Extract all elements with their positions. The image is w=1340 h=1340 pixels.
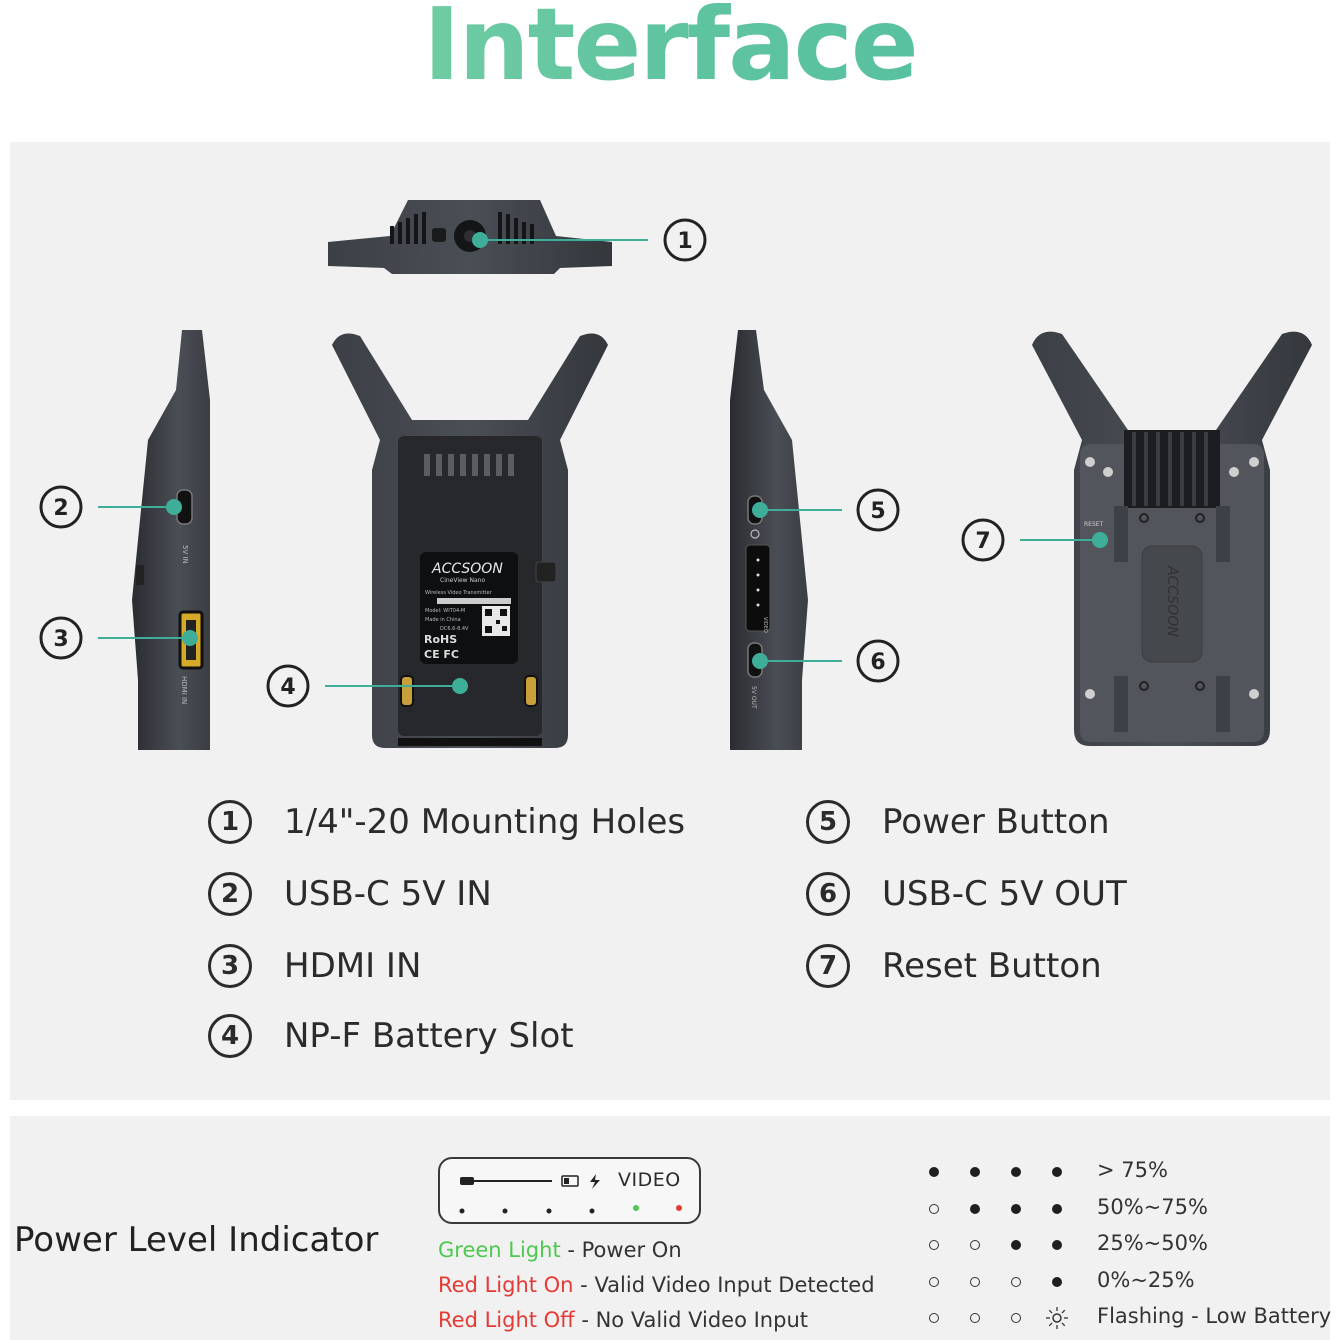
callout-6: 6 [870,650,885,675]
status-green-light: Green Light - Power On [438,1238,682,1262]
usb-out-port-label: 5V OUT [750,686,757,709]
level-label: Flashing - Low Battery [1097,1304,1332,1328]
led-indicator-panel: VIDEO [438,1157,701,1224]
label-line2: Model: WIT04-M [425,608,465,614]
callout-3: 3 [53,627,68,652]
callout-1: 1 [677,229,692,254]
level-dot-on [1011,1240,1021,1250]
back-view: ACCSOON CineView Nano Wireless Video Tra… [332,333,608,748]
rohs-label: RoHS [424,633,457,646]
callout-4: 4 [280,675,295,700]
legend-item-reset-button: 7 Reset Button [806,944,1102,988]
level-dot-off [929,1240,939,1250]
level-dot-on [970,1204,980,1214]
label-line1: Wireless Video Transmitter [425,590,493,596]
usb-in-port-label: 5V IN [181,545,189,564]
red-light-off-desc: No Valid Video Input [595,1308,808,1332]
level-dot-off [970,1313,980,1323]
device-illustration: 5V IN HDMI IN ACCSOON CineView Nano Wire… [39,200,1312,750]
legend-label: 1/4"-20 Mounting Holes [284,802,686,842]
legend-label: HDMI IN [284,946,422,986]
hdmi-in-port-label: HDMI IN [180,676,188,704]
level-dot-off [929,1277,939,1287]
model-label: CineView Nano [440,577,485,584]
left-side-view: 5V IN HDMI IN [132,330,210,750]
battery-charge-icon [459,1174,600,1214]
callout-5: 5 [870,499,885,524]
legend-number: 6 [806,872,850,916]
power-icon [750,529,760,539]
legend-item-usb-in: 2 USB-C 5V IN [208,872,492,916]
level-dot-on [1052,1240,1062,1250]
separator: - [560,1238,582,1262]
level-dot-on [1011,1167,1021,1177]
green-led [633,1205,639,1211]
level-dot-on [970,1167,980,1177]
legend-item-hdmi-in: 3 HDMI IN [208,944,421,988]
legend-item-battery-slot: 4 NP-F Battery Slot [208,1014,574,1058]
legend-number: 5 [806,800,850,844]
label-line4: DC6.6-8.4V [440,626,469,632]
callout-7: 7 [975,529,990,554]
legend-label: NP-F Battery Slot [284,1016,574,1056]
level-label: 50%~75% [1097,1195,1208,1219]
legend-label: Reset Button [882,946,1102,986]
level-dot-on [1011,1204,1021,1214]
level-dot-off [1011,1313,1021,1323]
legend-number: 2 [208,872,252,916]
level-dot-off [929,1313,939,1323]
top-view [328,200,612,274]
red-light-on-desc: Valid Video Input Detected [594,1273,875,1297]
right-side-view: VIDEO 5V OUT [730,330,808,750]
legend-number: 1 [208,800,252,844]
legend-item-usb-out: 6 USB-C 5V OUT [806,872,1127,916]
power-indicator-title: Power Level Indicator [14,1220,379,1260]
red-led [676,1205,682,1211]
level-dot-on [1052,1167,1062,1177]
green-light-label: Green Light [438,1238,561,1262]
callout-circles [39,218,1005,708]
level-dot-off [1011,1277,1021,1287]
front-view: ACCSOON RESET [1032,331,1312,746]
flashing-dot-icon [1046,1307,1068,1329]
red-light-on-label: Red Light On [438,1273,574,1297]
video-label: VIDEO [618,1169,681,1191]
red-light-off-label: Red Light Off [438,1308,575,1332]
level-label: > 75% [1097,1158,1168,1182]
power-panel [10,1116,1330,1340]
level-dot-on [1052,1204,1062,1214]
legend-label: USB-C 5V IN [284,874,492,914]
status-red-light-on: Red Light On - Valid Video Input Detecte… [438,1273,875,1297]
green-light-desc: Power On [581,1238,682,1262]
legend-number: 7 [806,944,850,988]
separator: - [574,1308,596,1332]
level-label: 0%~25% [1097,1268,1195,1292]
legend-item-power-button: 5 Power Button [806,800,1110,844]
legend-number: 4 [208,1014,252,1058]
legend-number: 3 [208,944,252,988]
label-line3: Made in China [425,617,461,623]
legend-item-mounting-holes: 1 1/4"-20 Mounting Holes [208,800,685,844]
page-title: Interface [0,0,1340,103]
status-red-light-off: Red Light Off - No Valid Video Input [438,1308,808,1332]
level-label: 25%~50% [1097,1231,1208,1255]
front-brand-label: ACCSOON [1164,565,1180,637]
brand-label: ACCSOON [431,561,503,577]
level-dot-on [929,1167,939,1177]
level-dot-off [929,1204,939,1214]
legend-label: Power Button [882,802,1110,842]
callout-2: 2 [53,496,68,521]
cert-marks-label: CE FC [424,648,459,661]
level-dot-on [1052,1277,1062,1287]
separator: - [573,1273,595,1297]
level-dot-off [970,1277,980,1287]
level-dot-off [970,1240,980,1250]
video-side-label: VIDEO [762,617,768,633]
legend-label: USB-C 5V OUT [882,874,1127,914]
leader-lines [98,232,1108,694]
reset-port-label: RESET [1084,521,1104,528]
